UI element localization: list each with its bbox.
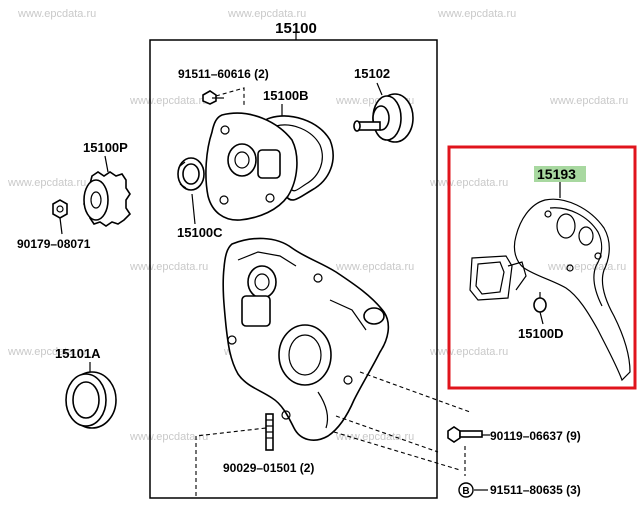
oil-seal-part [65, 371, 117, 429]
b-marker-label: B [462, 486, 469, 497]
gear-leader [104, 155, 109, 173]
bolt-right-part [447, 426, 483, 443]
label-seal: 15100C [177, 225, 223, 240]
bolt-right-leader [359, 371, 471, 413]
label-nut: 90179–08071 [17, 237, 91, 251]
label-bolt-right: 90119–06637 (9) [490, 429, 581, 443]
seal-ring-part [177, 157, 205, 191]
highlight-label-bg [534, 166, 586, 182]
label-pump-rotor: 15102 [354, 66, 390, 81]
watermark: www.epcdata.ru [429, 346, 508, 358]
plug-part [533, 292, 547, 313]
assembly-frame [149, 39, 438, 499]
stud-part [265, 413, 274, 451]
label-plug: 15100D [518, 326, 564, 341]
bolt-top-part [202, 87, 245, 106]
highlight-box [447, 145, 637, 390]
cover-gasket-part [469, 198, 631, 382]
label-assy: 15100 [275, 20, 317, 37]
nut-leader [59, 217, 63, 235]
watermark: www.epcdata.ru [7, 177, 86, 189]
label-cover-gasket: 15193 [537, 166, 576, 182]
watermark: www.epcdata.ru [335, 431, 414, 443]
nut-part [52, 199, 68, 219]
watermark: www.epcdata.ru [129, 95, 208, 107]
seal-leader [191, 193, 196, 225]
label-bolt-bottom: 91511–80635 (3) [490, 483, 581, 497]
timing-cover-body [222, 237, 390, 441]
pump-rotor-part [353, 93, 414, 143]
b-marker-circle [458, 482, 474, 498]
watermark: www.epcdata.ru [549, 95, 628, 107]
label-gear: 15100P [83, 140, 128, 155]
watermark: www.epcdata.ru [429, 177, 508, 189]
pump-rotor-leader [376, 82, 383, 96]
plug-leader [539, 311, 544, 325]
watermark: www.epcdata.ru [437, 8, 516, 20]
watermark: www.epcdata.ru [129, 261, 208, 273]
oil-pump-body [205, 112, 298, 221]
watermark: www.epcdata.ru [227, 8, 306, 20]
watermark: www.epcdata.ru [547, 261, 626, 273]
stud-leader [195, 427, 267, 496]
drive-gear-part [83, 171, 132, 227]
label-bolt-top: 91511–60616 (2) [178, 67, 269, 81]
bolt-bottom-leader [333, 431, 461, 471]
label-gasket: 15100B [263, 88, 309, 103]
label-oil-seal: 15101A [55, 346, 101, 361]
watermark: www.epcdata.ru [129, 431, 208, 443]
watermark: www.epcdata.ru [7, 346, 86, 358]
label-stud: 90029–01501 (2) [223, 461, 314, 475]
watermark: www.epcdata.ru [17, 8, 96, 20]
watermark: www.epcdata.ru [335, 261, 414, 273]
